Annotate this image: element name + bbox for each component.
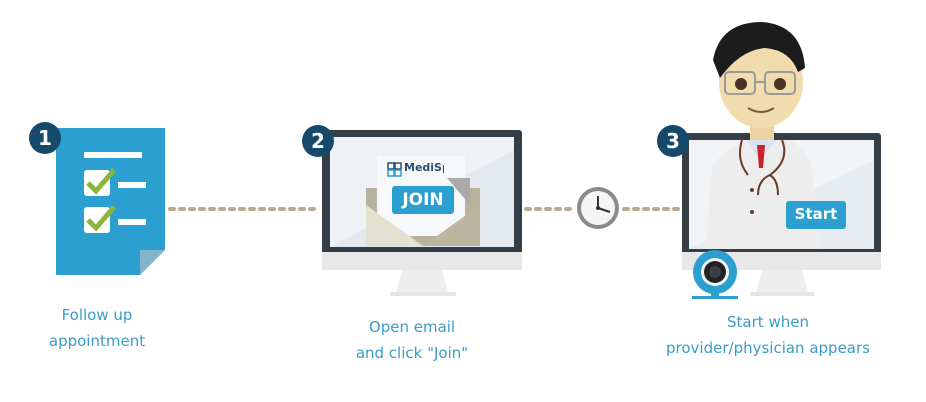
step-2-badge — [302, 125, 334, 157]
join-button[interactable]: JOIN — [402, 190, 444, 210]
step-1-badge — [29, 122, 61, 154]
step-2-number: 2 — [311, 129, 325, 153]
monitor-email-icon — [322, 130, 522, 296]
step-1-caption: Follow up appointment — [27, 302, 167, 354]
step-1-caption-line2: appointment — [48, 332, 146, 350]
clock-icon — [577, 187, 619, 229]
step-1-caption-line1: Follow up — [61, 306, 133, 324]
step-3-badge — [657, 125, 689, 157]
step-3-caption-line2: provider/physician appears — [666, 339, 870, 357]
step-1-number: 1 — [38, 126, 52, 150]
start-button[interactable]: Start — [794, 205, 838, 223]
monitor-doctor-icon — [682, 22, 881, 296]
medisp-logo-text: MediSp — [404, 161, 444, 174]
step-2-caption-line1: Open email — [368, 318, 456, 336]
webcam-icon — [692, 250, 738, 299]
step-3-caption: Start when provider/physician appears — [648, 309, 888, 361]
step-3-caption-line1: Start when — [727, 313, 809, 331]
checklist-document-icon — [56, 128, 165, 275]
step-3-number: 3 — [666, 129, 680, 153]
step-2-caption: Open email and click "Join" — [332, 314, 492, 366]
step-2-caption-line2: and click "Join" — [355, 344, 469, 362]
